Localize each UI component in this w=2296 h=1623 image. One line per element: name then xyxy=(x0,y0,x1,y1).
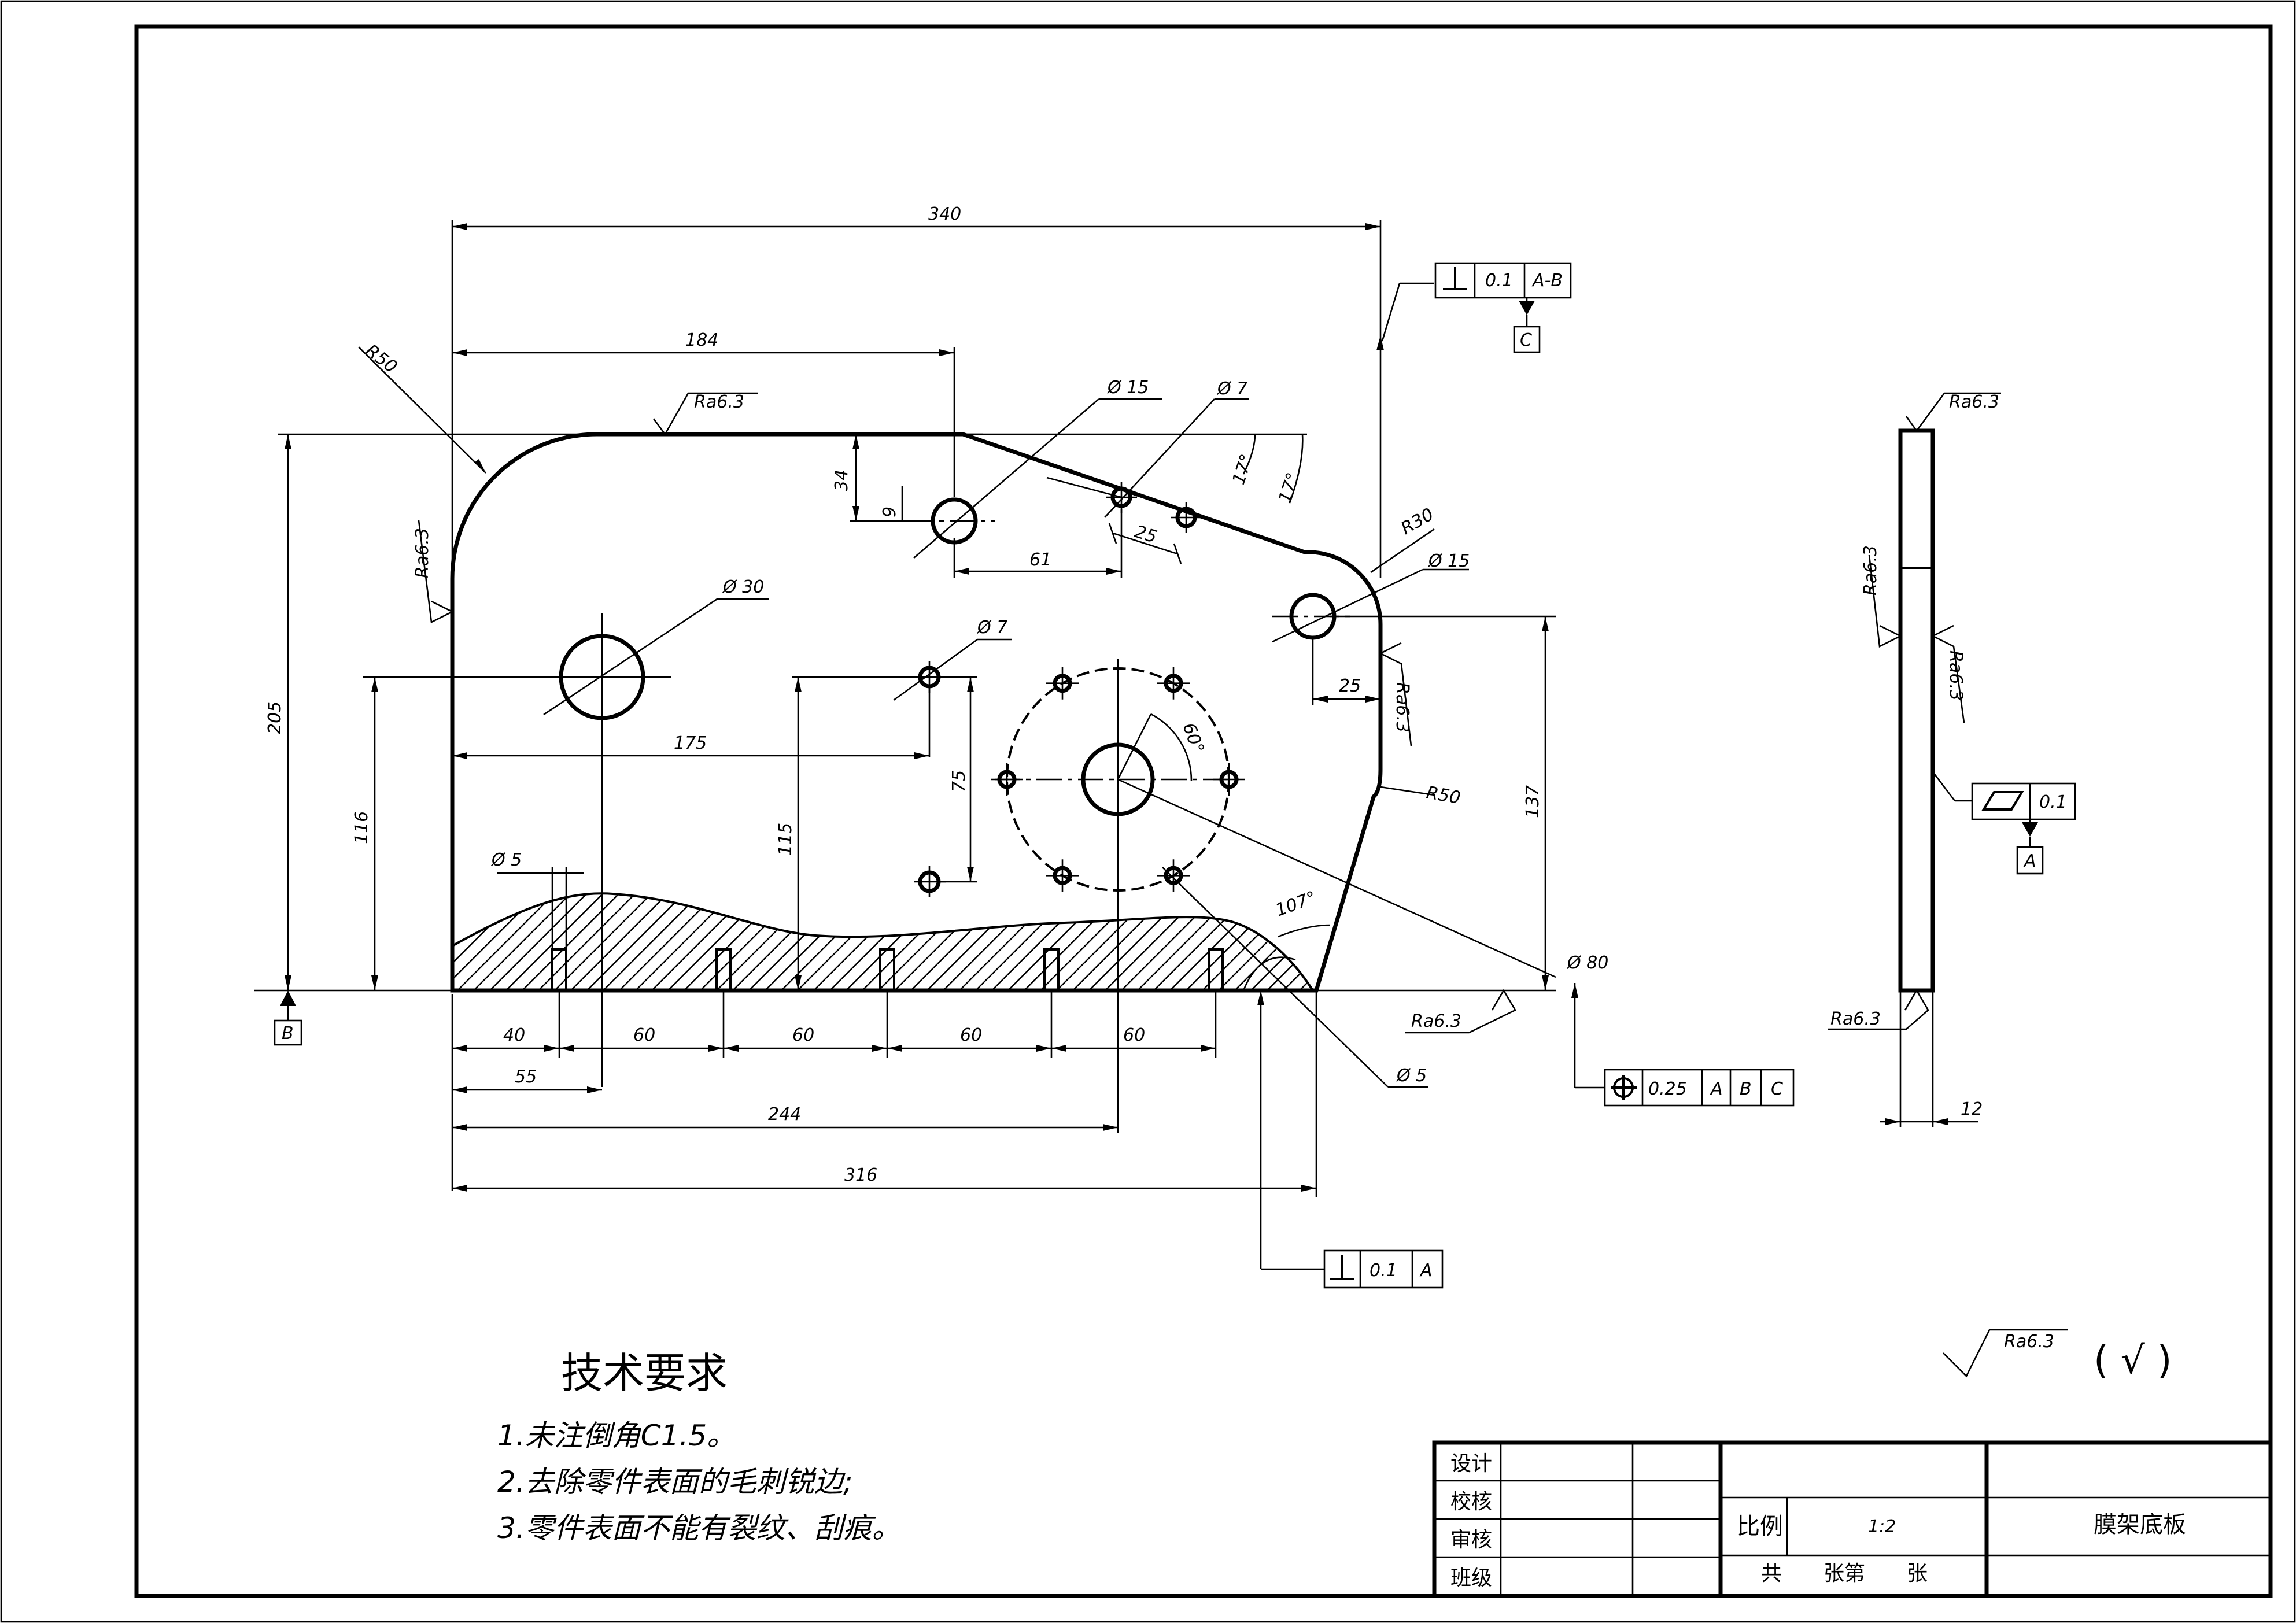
svg-text:B: B xyxy=(282,1023,294,1044)
svg-text:244: 244 xyxy=(768,1104,801,1125)
svg-text:Ra6.3: Ra6.3 xyxy=(1949,392,1999,412)
svg-text:1.未注倒角C1.5。: 1.未注倒角C1.5。 xyxy=(497,1419,736,1452)
svg-text:A: A xyxy=(1710,1079,1723,1099)
svg-text:Ra6.3: Ra6.3 xyxy=(1411,1011,1461,1032)
svg-text:膜架底板: 膜架底板 xyxy=(2094,1511,2186,1538)
svg-text:0.25: 0.25 xyxy=(1648,1079,1687,1099)
svg-text:17°: 17° xyxy=(1228,452,1257,487)
svg-text:A: A xyxy=(2023,851,2036,871)
svg-text:107°: 107° xyxy=(1273,888,1319,921)
svg-text:A: A xyxy=(1419,1260,1433,1281)
holes xyxy=(555,486,1353,1133)
general-roughness: Ra6.3 ( √ ) xyxy=(1943,1329,2172,1382)
svg-text:60: 60 xyxy=(633,1025,655,1045)
technical-requirements: 技术要求 1.未注倒角C1.5。 2.去除零件表面的毛刺锐边; 3.零件表面不能… xyxy=(497,1349,901,1545)
svg-text:C: C xyxy=(1771,1079,1783,1099)
svg-text:0.1: 0.1 xyxy=(1485,271,1513,291)
svg-text:Ø 15: Ø 15 xyxy=(1106,378,1149,398)
svg-text:C: C xyxy=(1520,330,1532,350)
svg-text:25: 25 xyxy=(1132,522,1160,548)
title-block: 设计 校核 审核 班级 比例 1:2 共 张第 张 膜架底板 xyxy=(1432,1440,2273,1598)
svg-text:60: 60 xyxy=(1123,1025,1145,1045)
svg-text:R30: R30 xyxy=(1398,504,1438,539)
svg-text:Ø 30: Ø 30 xyxy=(722,577,764,597)
svg-text:60: 60 xyxy=(792,1025,814,1045)
svg-text:Ø 5: Ø 5 xyxy=(1396,1066,1427,1086)
svg-text:12: 12 xyxy=(1961,1099,1983,1119)
svg-text:审核: 审核 xyxy=(1450,1528,1492,1552)
position-tolerance: 0.25 A B C xyxy=(1604,1069,1795,1107)
svg-text:340: 340 xyxy=(928,204,961,224)
perp-tolerance-bottom: 0.1 A xyxy=(1323,1249,1444,1289)
datum-b: B xyxy=(274,990,302,1046)
svg-text:Ra6.3: Ra6.3 xyxy=(1946,650,1966,701)
svg-text:61: 61 xyxy=(1029,550,1051,570)
svg-text:Ra6.3: Ra6.3 xyxy=(2004,1332,2054,1352)
svg-text:25: 25 xyxy=(1339,676,1361,696)
svg-text:Ra6.3: Ra6.3 xyxy=(1830,1009,1881,1029)
requirements-title: 技术要求 xyxy=(561,1349,728,1398)
svg-text:316: 316 xyxy=(844,1165,877,1185)
svg-text:3.零件表面不能有裂纹、刮痕。: 3.零件表面不能有裂纹、刮痕。 xyxy=(497,1511,901,1545)
svg-text:Ø 15: Ø 15 xyxy=(1427,551,1470,571)
svg-text:R50: R50 xyxy=(1425,782,1462,808)
svg-text:17°: 17° xyxy=(1275,470,1304,505)
svg-text:0.1: 0.1 xyxy=(2039,792,2067,812)
svg-text:175: 175 xyxy=(674,733,707,753)
svg-text:184: 184 xyxy=(685,330,718,350)
svg-text:Ra6.3: Ra6.3 xyxy=(412,528,433,578)
side-view: 12 Ra6.3 Ra6.3 Ra6.3 Ra6.3 0.1 A xyxy=(1828,392,2076,1127)
svg-text:Ra6.3: Ra6.3 xyxy=(1392,682,1412,733)
svg-text:40: 40 xyxy=(503,1025,525,1045)
svg-text:设计: 设计 xyxy=(1450,1452,1492,1476)
svg-text:137: 137 xyxy=(1523,785,1543,818)
section-holes xyxy=(551,948,1224,992)
svg-text:Ra6.3: Ra6.3 xyxy=(694,392,744,412)
svg-text:比例: 比例 xyxy=(1737,1513,1783,1540)
svg-text:班级: 班级 xyxy=(1450,1566,1492,1590)
break-line xyxy=(452,892,1314,992)
svg-text:共 张第 张: 共 张第 张 xyxy=(1761,1562,1928,1585)
section-sub-line xyxy=(1242,956,1296,991)
svg-text:( √ ): ( √ ) xyxy=(2094,1338,2172,1382)
svg-text:1:2: 1:2 xyxy=(1868,1517,1896,1537)
svg-text:Ø 5: Ø 5 xyxy=(490,850,522,870)
drawing-frame xyxy=(134,24,2273,1598)
dimension-lines xyxy=(254,220,1605,1270)
svg-text:60: 60 xyxy=(960,1025,982,1045)
part-outline xyxy=(450,432,1383,993)
svg-text:Ra6.3: Ra6.3 xyxy=(1861,545,1881,596)
svg-text:校核: 校核 xyxy=(1450,1490,1492,1514)
svg-text:B: B xyxy=(1740,1079,1752,1099)
svg-text:R50: R50 xyxy=(361,341,401,378)
svg-text:116: 116 xyxy=(352,811,372,844)
svg-text:0.1: 0.1 xyxy=(1370,1260,1397,1281)
svg-text:60°: 60° xyxy=(1178,720,1208,756)
svg-text:55: 55 xyxy=(515,1067,537,1087)
svg-text:A-B: A-B xyxy=(1531,271,1563,291)
svg-text:34: 34 xyxy=(832,469,852,491)
svg-text:9: 9 xyxy=(880,507,900,517)
svg-text:Ø 7: Ø 7 xyxy=(976,618,1007,638)
svg-text:75: 75 xyxy=(949,770,969,792)
arrowheads xyxy=(285,223,1578,1192)
svg-text:115: 115 xyxy=(776,823,796,856)
svg-text:205: 205 xyxy=(265,701,285,734)
svg-text:Ø 7: Ø 7 xyxy=(1216,379,1247,399)
perp-tolerance-top: 0.1 A-B C xyxy=(1434,262,1572,353)
roughness-symbols: Ra6.3 Ra6.3 Ra6.3 Ra6.3 xyxy=(412,392,1516,1034)
svg-text:Ø 80: Ø 80 xyxy=(1566,953,1608,973)
svg-text:2.去除零件表面的毛刺锐边;: 2.去除零件表面的毛刺锐边; xyxy=(497,1465,853,1499)
